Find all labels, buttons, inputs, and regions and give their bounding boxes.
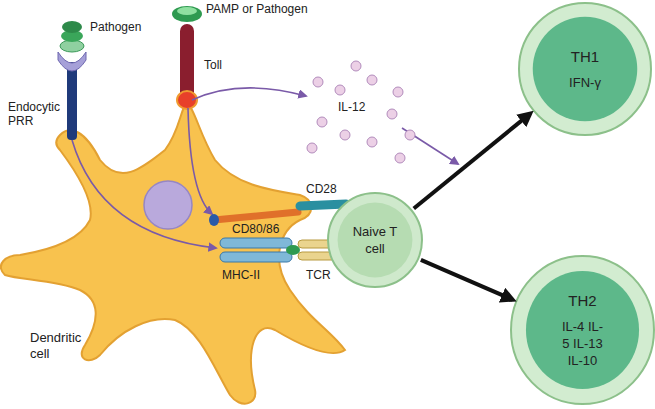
signal-arrow [192, 88, 306, 100]
cell-circle [327, 192, 423, 288]
cell-name: Dendritic cell [30, 330, 100, 362]
t-cell-circle: Naive T cell [327, 192, 423, 288]
receptor-label: Toll [204, 58, 244, 72]
cell-outline [0, 90, 350, 409]
differentiation-arrow [421, 260, 512, 300]
endocytic-prr [58, 21, 86, 140]
cell-name: TH1 [545, 47, 625, 66]
molecule-label: CD28 [306, 182, 346, 196]
ligand-label: Pathogen [90, 20, 160, 34]
ligand-label: PAMP or Pathogen [206, 2, 326, 16]
dendritic-cell: Dendritic cell [0, 90, 350, 409]
cell-circle [518, 2, 652, 136]
differentiation-arrow [414, 114, 530, 209]
molecule-label: CD80/86 [232, 222, 292, 236]
cell-name: TH2 [559, 291, 607, 310]
signal-arrow [402, 128, 458, 164]
cell-name: Naive T cell [345, 223, 405, 257]
th1-cell: TH1IFN-γ [518, 2, 652, 136]
toll-receptor [172, 6, 202, 109]
cytokine-list: IL-4 IL-5 IL-13 IL-10 [559, 318, 607, 369]
th2-cell: TH2IL-4 IL-5 IL-13 IL-10 [510, 255, 655, 405]
receptor-label: Endocytic PRR [8, 100, 66, 128]
molecule-label: MHC-II [222, 268, 272, 282]
molecule-label: TCR [306, 268, 346, 282]
cytokine-label: IL-12 [338, 100, 378, 114]
cytokine-dots [307, 61, 415, 163]
cytokine-list: IFN-γ [545, 74, 625, 91]
